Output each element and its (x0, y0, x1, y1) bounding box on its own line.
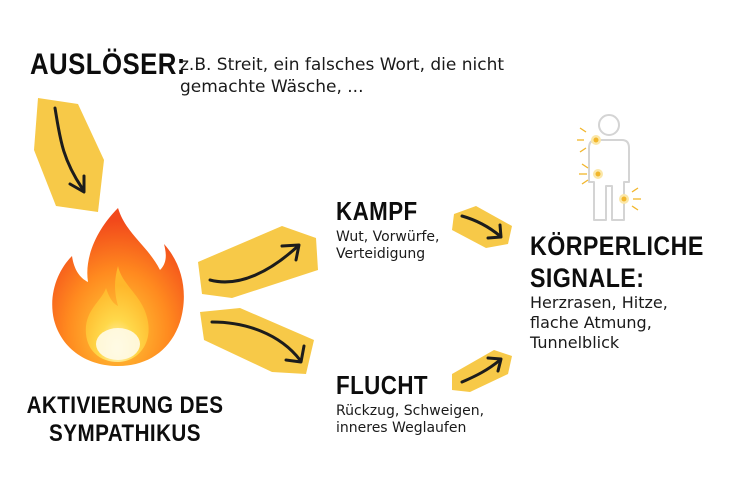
fight-description: Wut, Vorwürfe, Verteidigung (336, 229, 440, 263)
activation-label: AKTIVIERUNG DES SYMPATHIKUS (18, 392, 233, 448)
pain-marker (577, 127, 601, 153)
trigger-line-1: z.B. Streit, ein falsches Wort, die nich… (180, 55, 505, 75)
flight-line-1: Rückzug, Schweigen, (336, 403, 485, 419)
body-signals-title: KÖRPERLICHE SIGNALE: (530, 230, 704, 294)
activation-line-1: AKTIVIERUNG DES (26, 392, 224, 419)
body-signals-title-line-2: SIGNALE: (530, 263, 645, 293)
flight-description: Rückzug, Schweigen, inneres Weglaufen (336, 403, 484, 437)
activation-line-2: SYMPATHIKUS (49, 420, 201, 447)
fight-line-1: Wut, Vorwürfe, (336, 229, 440, 245)
fire-icon (52, 208, 184, 366)
pain-marker (579, 163, 603, 185)
body-signals-line-1: Herzrasen, Hitze, (530, 293, 668, 312)
trigger-label: AUSLÖSER: (30, 48, 186, 81)
body-signals-title-line-1: KÖRPERLICHE (530, 231, 704, 261)
flight-title: FLUCHT (336, 370, 429, 400)
body-signals-line-2: flache Atmung, (530, 313, 652, 332)
trigger-line-2: gemachte Wäsche, ... (180, 77, 364, 97)
fight-title: KAMPF (336, 196, 418, 226)
trigger-description: z.B. Streit, ein falsches Wort, die nich… (180, 54, 504, 98)
fight-line-2: Verteidigung (336, 246, 426, 262)
human-body-icon (577, 114, 641, 221)
flight-line-2: inneres Weglaufen (336, 420, 467, 436)
body-signals-description: Herzrasen, Hitze, flache Atmung, Tunnelb… (530, 293, 668, 353)
pain-marker (619, 187, 641, 211)
body-signals-line-3: Tunnelblick (530, 333, 620, 352)
